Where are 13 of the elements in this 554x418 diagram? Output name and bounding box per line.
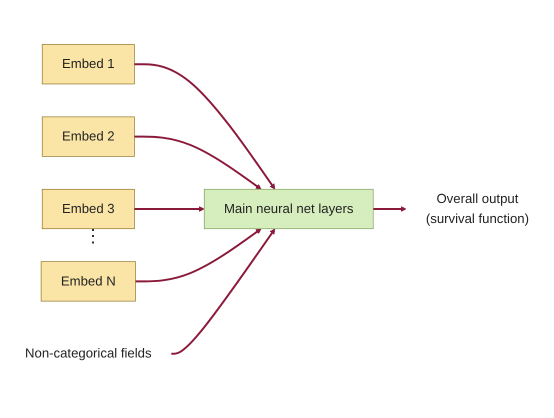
arrow [373, 206, 406, 212]
arrow [134, 63, 276, 190]
node-text: Non-categorical fields [25, 346, 152, 362]
arrow [134, 136, 262, 190]
node-box: Embed 1 [42, 44, 135, 84]
arrow [171, 228, 276, 355]
node-box: Main neural net layers [204, 188, 374, 230]
arrow [135, 228, 262, 282]
node-text: Overall output (survival function) [426, 192, 529, 226]
node-box: Embed 3 [42, 188, 135, 230]
node-box: Embed N [40, 261, 136, 302]
arrow [134, 206, 204, 212]
node-box: Embed 2 [42, 116, 135, 157]
